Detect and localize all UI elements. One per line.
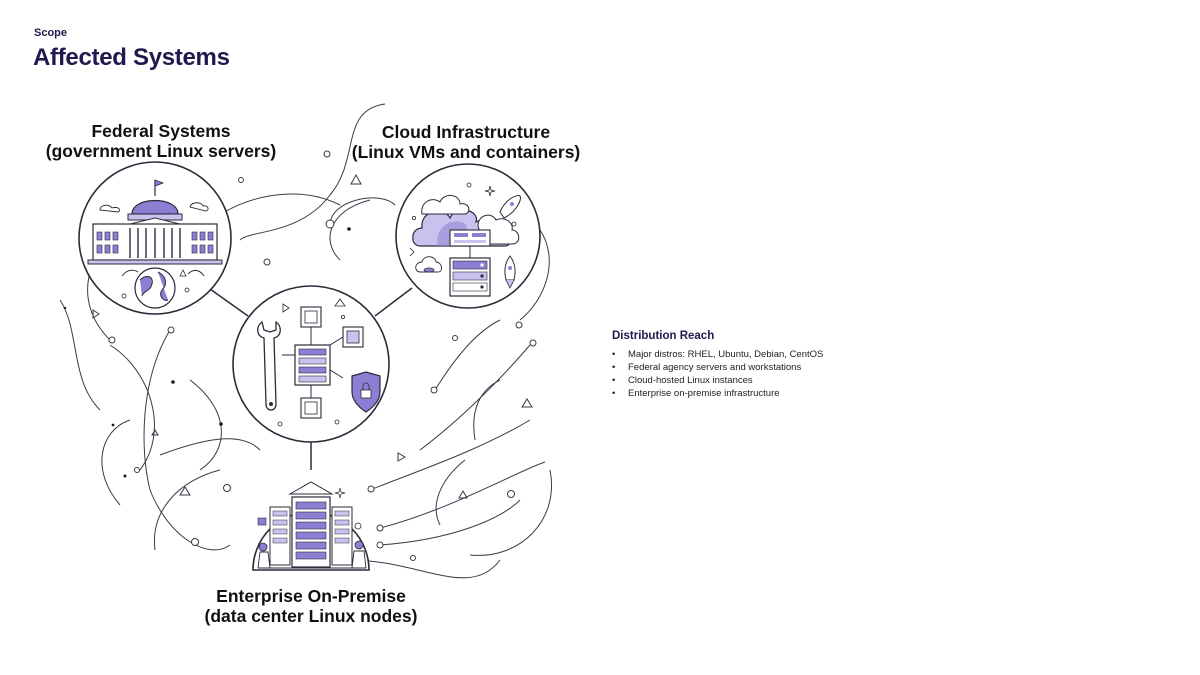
- decorative-triangles: [92, 173, 533, 499]
- enterprise-on-premise-node: [252, 481, 370, 571]
- federal-label-line2: (government Linux servers): [46, 141, 276, 161]
- distribution-reach-list: Major distros: RHEL, Ubuntu, Debian, Cen…: [612, 348, 912, 400]
- cloud-infrastructure-node: [395, 163, 541, 309]
- page-title: Affected Systems: [33, 44, 230, 71]
- federal-label-line1: Federal Systems: [91, 121, 230, 141]
- enterprise-label-line1: Enterprise On-Premise: [216, 586, 406, 606]
- chip-wrench-shield-icon: [257, 298, 381, 427]
- decorative-swirls: [59, 103, 552, 579]
- decorative-dots: [108, 150, 537, 561]
- connector-lines: [209, 287, 413, 470]
- central-hub-node: [232, 285, 390, 443]
- enterprise-label-line2: (data center Linux nodes): [205, 606, 418, 626]
- federal-systems-node: [78, 161, 232, 315]
- decorative-specks: [63, 227, 351, 478]
- list-item: Cloud-hosted Linux instances: [612, 374, 912, 387]
- cloud-label-line1: Cloud Infrastructure: [382, 122, 550, 142]
- list-item: Federal agency servers and workstations: [612, 361, 912, 374]
- server-rack-icon: [257, 481, 367, 569]
- section-eyebrow: Scope: [34, 27, 68, 39]
- capitol-building-icon: [87, 179, 223, 309]
- cloud-label-line2: (Linux VMs and containers): [352, 142, 581, 162]
- distribution-reach-panel: Distribution Reach Major distros: RHEL, …: [612, 330, 912, 400]
- list-item: Enterprise on-premise infrastructure: [612, 387, 912, 400]
- cloud-server-icon: [409, 182, 521, 297]
- list-item: Major distros: RHEL, Ubuntu, Debian, Cen…: [612, 348, 912, 361]
- distribution-reach-heading: Distribution Reach: [612, 330, 715, 342]
